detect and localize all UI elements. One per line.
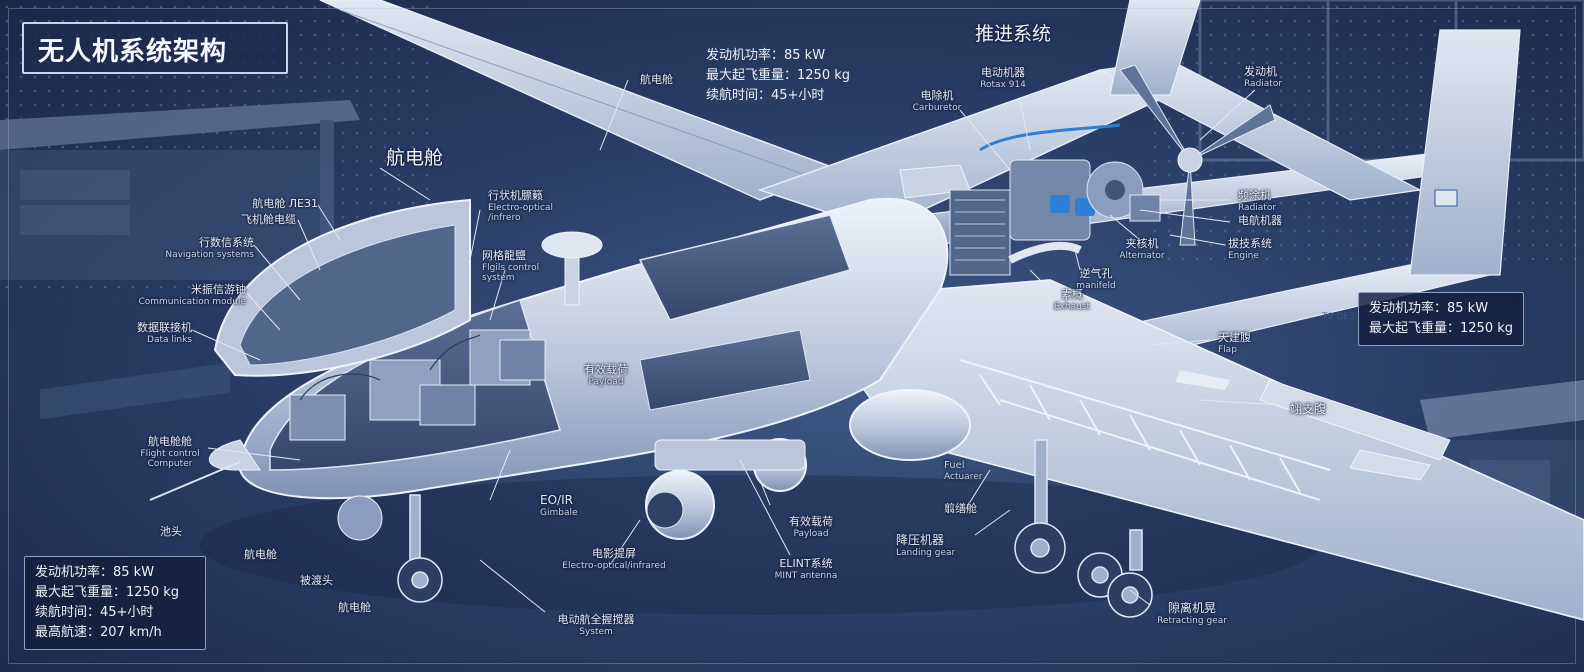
label-electric: 电航机器 (1238, 214, 1282, 227)
label-payload-lower: 有效载荷 Payload (789, 515, 833, 539)
header-avionics: 航电舱 (386, 147, 444, 169)
label-data-links: 数据联接机 Data links (137, 321, 192, 345)
label-engine-rotax: 电动机器 Rotax 914 (980, 66, 1026, 90)
spec-line: 发动机功率：85 kW (706, 48, 826, 63)
label-engine-system: 拔技系统 Engine (1228, 237, 1272, 261)
spec-line: 发动机功率：85 kW (35, 565, 155, 580)
label-wing-avionics: 航电舱 (640, 73, 673, 86)
spec-line: 最高航速：207 km/h (35, 625, 162, 640)
title-box: 无人机系统架构 (22, 22, 288, 74)
label-manifold: 逆气孔 manifeld (1076, 267, 1116, 291)
label-payload-body: 有效载荷 Payload (584, 363, 628, 387)
leader-lines (191, 79, 1281, 613)
label-exhaust: 素概 Exhaust (1053, 288, 1091, 312)
label-communication: 米振信游铀 Communication module (138, 283, 246, 307)
label-nose: 池头 (160, 525, 182, 538)
label-strut: 翊支腹 (1290, 402, 1327, 416)
label-tail-mark: T9 ОЕЗ (1322, 312, 1355, 322)
top-specs: 发动机功率：85 kW 最大起飞重量：1250 kg 续航时间：45+小时 (706, 46, 850, 106)
bottom-specs: 发动机功率：85 kW 最大起飞重量：1250 kg 续航时间：45+小时 最高… (24, 556, 206, 650)
spec-line: 最大起飞重量：1250 kg (706, 68, 850, 83)
label-front-gear-3: 航电舱 (338, 601, 371, 614)
label-carburetor: 电除机 Carburetor (912, 89, 962, 113)
label-radiator-2: 频涂机 Radiator (1238, 189, 1277, 213)
header-propulsion: 推进系统 (975, 23, 1052, 45)
label-flap: 天建腹 Flap (1218, 331, 1251, 355)
label-flight-control-system: 网格龍鹽 Flgils control system (482, 249, 540, 283)
label-front-gear-2: 被渡头 (300, 574, 333, 587)
engine-assembly (949, 64, 1276, 276)
label-avionics-1: 航电舱 ЛЕЗ1 (252, 197, 318, 210)
label-sensor-system: 电动航全握搅器 System (557, 613, 635, 637)
spec-line: 续航时间：45+小时 (706, 88, 825, 103)
label-radiator-top: 发动机 Radiator (1244, 65, 1283, 89)
landing-gear (397, 439, 1153, 618)
label-elint: ELINT系统 MINT antenna (774, 557, 838, 581)
label-retracting-gear: 隙离机晃 Retracting gear (1157, 601, 1227, 626)
label-flight-control-computer: 航电舱舱 Flight control Computer (140, 435, 200, 469)
label-alternator: 夹核机 Alternator (1119, 237, 1165, 261)
label-avionics-2: 飞机舱电缆 (241, 213, 296, 226)
label-fuel-actuator: Fuel Actuarer (944, 460, 983, 482)
label-landing-gear: 降压机器 Landing gear (896, 533, 956, 558)
label-eo-ir-gimbal: EO/IR Gimbale (540, 493, 578, 518)
spec-line: 续航时间：45+小时 (35, 605, 154, 620)
spec-line: 最大起飞重量：1250 kg (35, 585, 179, 600)
page-title: 无人机系统架构 (38, 37, 228, 67)
spec-line: 发动机功率：85 kW (1369, 301, 1489, 316)
label-navigation: 行数信系统 Navigation systems (165, 236, 254, 260)
right-specs: 发动机功率：85 kW 最大起飞重量：1250 kg (1358, 292, 1524, 346)
label-electro-optical-top: 行状机膘籁 Electro-optical /infrero (488, 189, 554, 223)
label-front-gear: 航电舱 (244, 548, 277, 561)
label-electro-optical-infrared: 电影提屏 Electro-optical/infrared (562, 547, 666, 571)
label-fuel-bay: 翦缮舱 (944, 502, 977, 515)
spec-line: 最大起飞重量：1250 kg (1369, 321, 1513, 336)
